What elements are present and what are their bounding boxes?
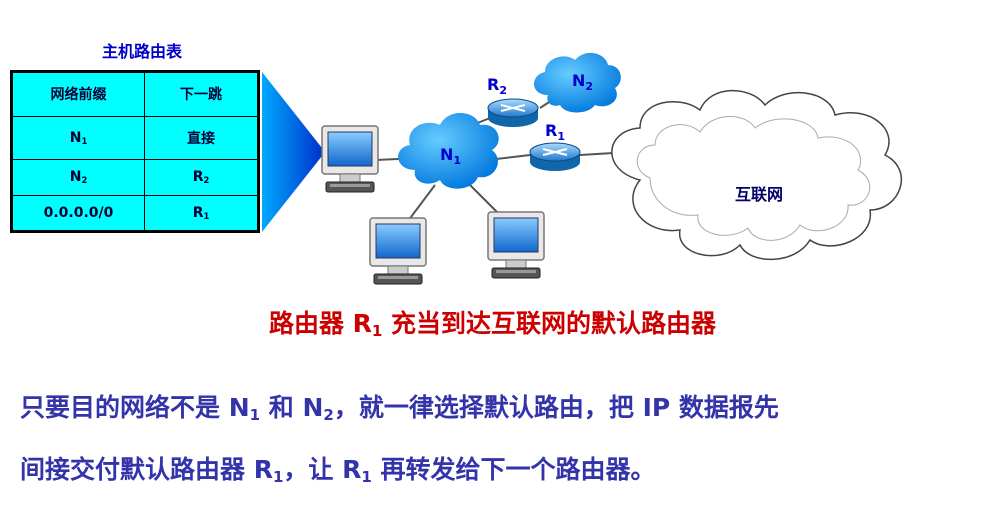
host-computer-icon [321, 125, 379, 193]
headline: 路由器 R1 充当到达互联网的默认路由器 [268, 309, 717, 340]
label-n2: N2 [572, 71, 593, 93]
computer-icon [487, 211, 545, 279]
explanation-line-1: 只要目的网络不是 N1 和 N2，就一律选择默认路由，把 IP 数据报先 [20, 393, 779, 424]
row-next-hop: 直接 [144, 115, 258, 161]
row-prefix: N2 [12, 159, 145, 196]
table-row: N2 R2 [12, 159, 258, 196]
row-prefix: 0.0.0.0/0 [12, 194, 145, 232]
network-diagram: N1 N2 R2 R1 互联网 [262, 52, 903, 285]
header-prefix: 网络前缀 [12, 72, 145, 117]
label-r1: R1 [545, 121, 565, 143]
routing-table-title: 主机路由表 [101, 42, 182, 61]
label-n1: N1 [440, 145, 461, 167]
network-n1-cloud [398, 112, 499, 189]
table-header-row: 网络前缀 下一跳 [12, 72, 258, 117]
explanation-line-2: 间接交付默认路由器 R1，让 R1 再转发给下一个路由器。 [20, 455, 656, 486]
label-r2: R2 [487, 75, 507, 97]
routing-table: 网络前缀 下一跳 N1 直接 N2 R2 0.0.0.0/0 R1 [10, 70, 260, 233]
router-r2-icon [487, 98, 539, 128]
network-n2-cloud [534, 52, 621, 113]
table-row: 0.0.0.0/0 R1 [12, 194, 258, 232]
label-internet: 互联网 [735, 185, 783, 204]
computer-icon [369, 217, 427, 285]
internet-cloud [611, 89, 903, 261]
row-prefix: N1 [12, 115, 145, 161]
row-next-hop: R1 [144, 194, 258, 232]
row-next-hop: R2 [144, 159, 258, 196]
table-row: N1 直接 [12, 115, 258, 161]
zoom-funnel [262, 72, 322, 232]
router-r1-icon [529, 142, 581, 172]
